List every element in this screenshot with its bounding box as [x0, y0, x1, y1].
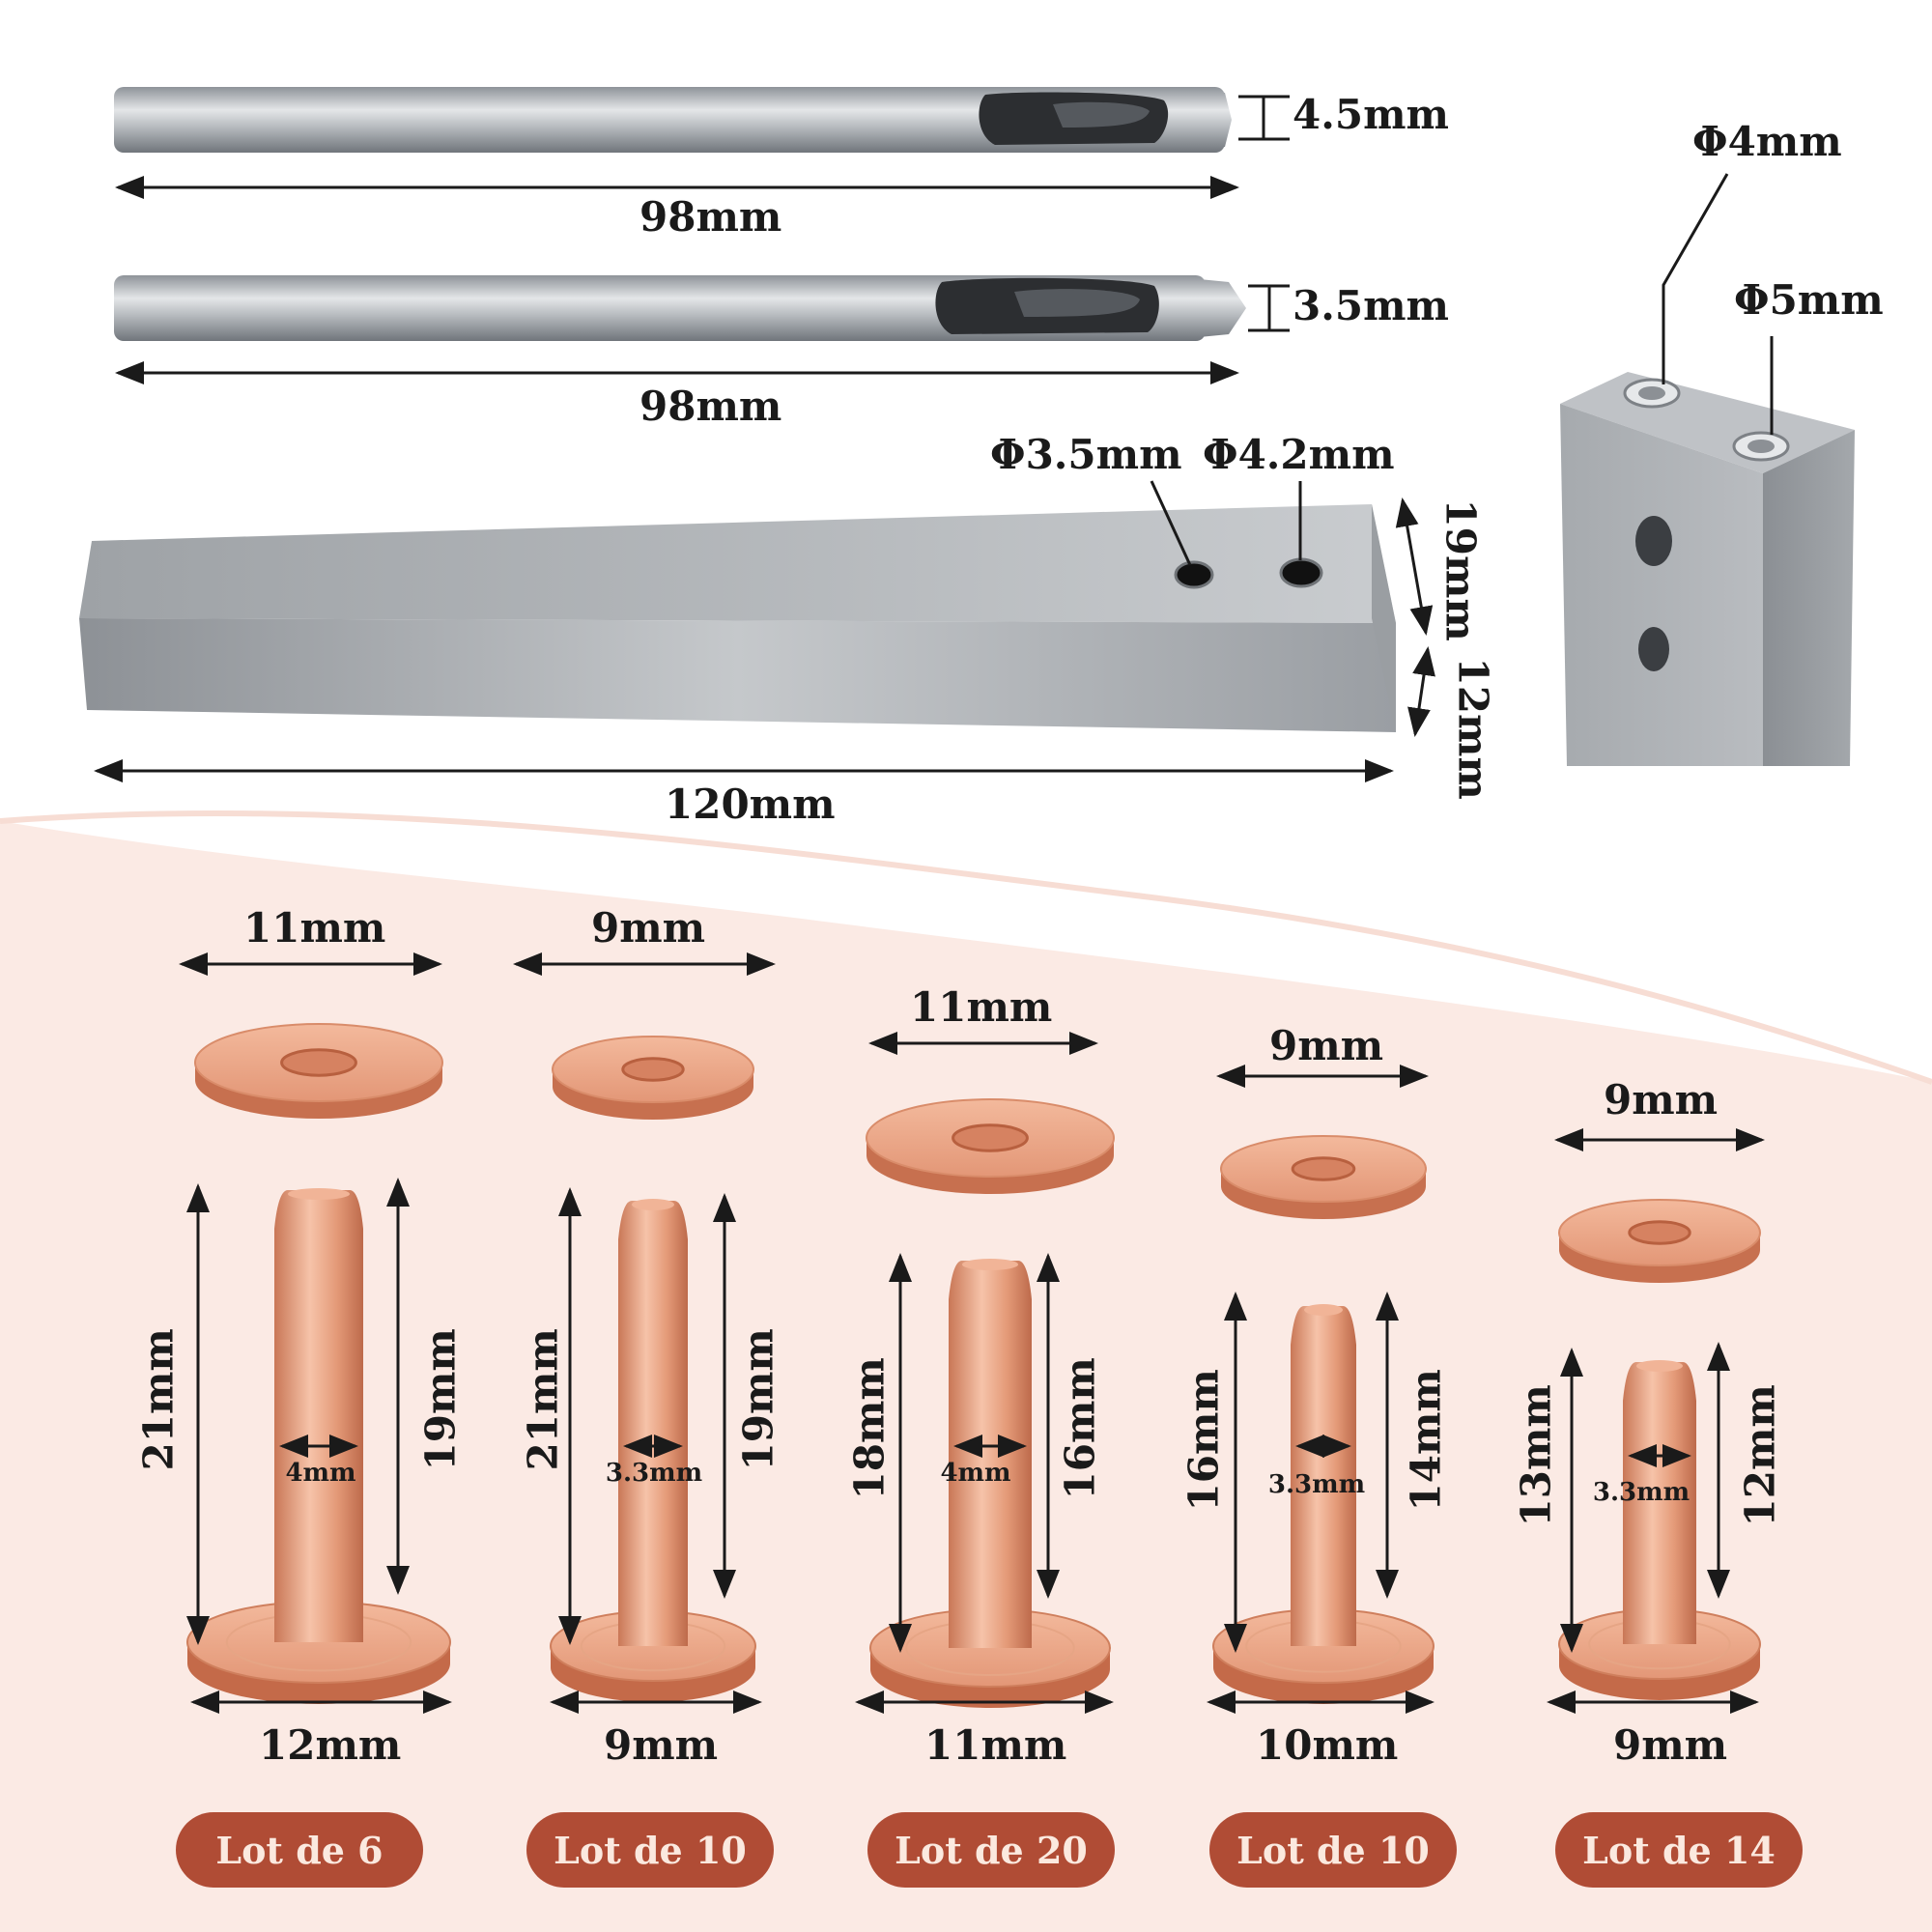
leader-4 [1662, 173, 1729, 384]
quantity-badge: Lot de 14 [1555, 1812, 1803, 1888]
anvil-hole-4-2 [1279, 557, 1323, 588]
rivet-shaft [1623, 1362, 1696, 1644]
anvil-hole-3-5 [1174, 560, 1214, 589]
base-diameter-label: 11mm [924, 1721, 1067, 1769]
total-height-label: 18mm [845, 1357, 894, 1500]
setter-block [1560, 372, 1855, 766]
rivet-shaft [618, 1201, 688, 1646]
punch-2-diameter-label: 3.5mm [1293, 282, 1449, 329]
anvil-hole-2-label: Φ4.2mm [1203, 431, 1395, 478]
total-height-label: 16mm [1179, 1369, 1228, 1512]
rivet-shaft-tip [632, 1199, 674, 1210]
total-height-label: 21mm [134, 1328, 183, 1471]
rivet-shaft-tip [1304, 1304, 1343, 1316]
hole-punch-4-5mm [114, 87, 1232, 153]
quantity-badge: Lot de 10 [1209, 1812, 1457, 1888]
setter-hole-2-label: Φ5mm [1734, 276, 1884, 324]
shaft-diameter-label: 4mm [940, 1459, 1011, 1488]
total-height-label: 13mm [1512, 1384, 1560, 1527]
base-diameter-label: 12mm [259, 1721, 402, 1769]
rivet-shaft-tip [1636, 1360, 1683, 1372]
anvil-width-arrow [1407, 646, 1435, 737]
anvil-height-arrow [1395, 497, 1434, 636]
rivet-shaft [274, 1190, 363, 1642]
washer-hole [621, 1057, 685, 1082]
washer-diameter-label: 11mm [910, 983, 1053, 1031]
washer-diameter-label: 9mm [1604, 1076, 1719, 1123]
total-height-label: 21mm [519, 1328, 567, 1471]
washer-hole [280, 1048, 357, 1077]
anvil-hole-1-label: Φ3.5mm [990, 431, 1182, 478]
shaft-diameter-label: 3.3mm [1592, 1478, 1690, 1507]
washer-hole [1628, 1220, 1691, 1245]
rivet-shaft [1291, 1306, 1356, 1646]
shaft-height-label: 14mm [1402, 1369, 1450, 1512]
rivet-illustrations [179, 952, 1765, 1714]
punch-1-diameter-label: 4.5mm [1293, 91, 1449, 138]
setter-side-hole-2 [1638, 627, 1669, 671]
shaft-diameter-label: 3.3mm [605, 1459, 703, 1488]
shaft-height-label: 16mm [1056, 1357, 1104, 1500]
rivet-shaft [949, 1261, 1032, 1648]
shaft-height-label: 19mm [416, 1328, 465, 1471]
anvil-length-label: 120mm [665, 781, 836, 828]
washer-hole [952, 1123, 1029, 1152]
leader-3-5 [1150, 480, 1192, 566]
shaft-height-label: 12mm [1736, 1384, 1784, 1527]
base-diameter-label: 9mm [1613, 1721, 1728, 1769]
washer-hole [1291, 1156, 1356, 1181]
washer-diameter-label: 9mm [1269, 1022, 1384, 1069]
quantity-badge: Lot de 6 [176, 1812, 423, 1888]
base-diameter-label: 10mm [1256, 1721, 1399, 1769]
quantity-badge: Lot de 10 [526, 1812, 774, 1888]
punch-2-diameter-mark [1248, 284, 1290, 332]
rivet-shaft-tip [962, 1259, 1018, 1270]
base-diameter-label: 9mm [604, 1721, 719, 1769]
hole-punch-3-5mm [114, 275, 1246, 341]
anvil-bar [79, 504, 1396, 732]
shaft-height-label: 19mm [734, 1328, 782, 1471]
punch-2-length-label: 98mm [639, 383, 782, 430]
washer-diameter-label: 9mm [591, 904, 706, 952]
setter-side-hole-1 [1635, 516, 1672, 566]
rivet-shaft-tip [288, 1188, 350, 1200]
anvil-width-label: 12mm [1449, 657, 1497, 800]
anvil-height-label: 19mm [1436, 498, 1485, 641]
setter-hole-1-label: Φ4mm [1692, 118, 1842, 165]
quantity-badge: Lot de 20 [867, 1812, 1115, 1888]
shaft-diameter-label: 4mm [285, 1459, 356, 1488]
washer-diameter-label: 11mm [243, 904, 386, 952]
punch-1-diameter-mark [1238, 95, 1290, 141]
shaft-diameter-label: 3.3mm [1267, 1470, 1366, 1499]
punch-1-length-label: 98mm [639, 193, 782, 241]
